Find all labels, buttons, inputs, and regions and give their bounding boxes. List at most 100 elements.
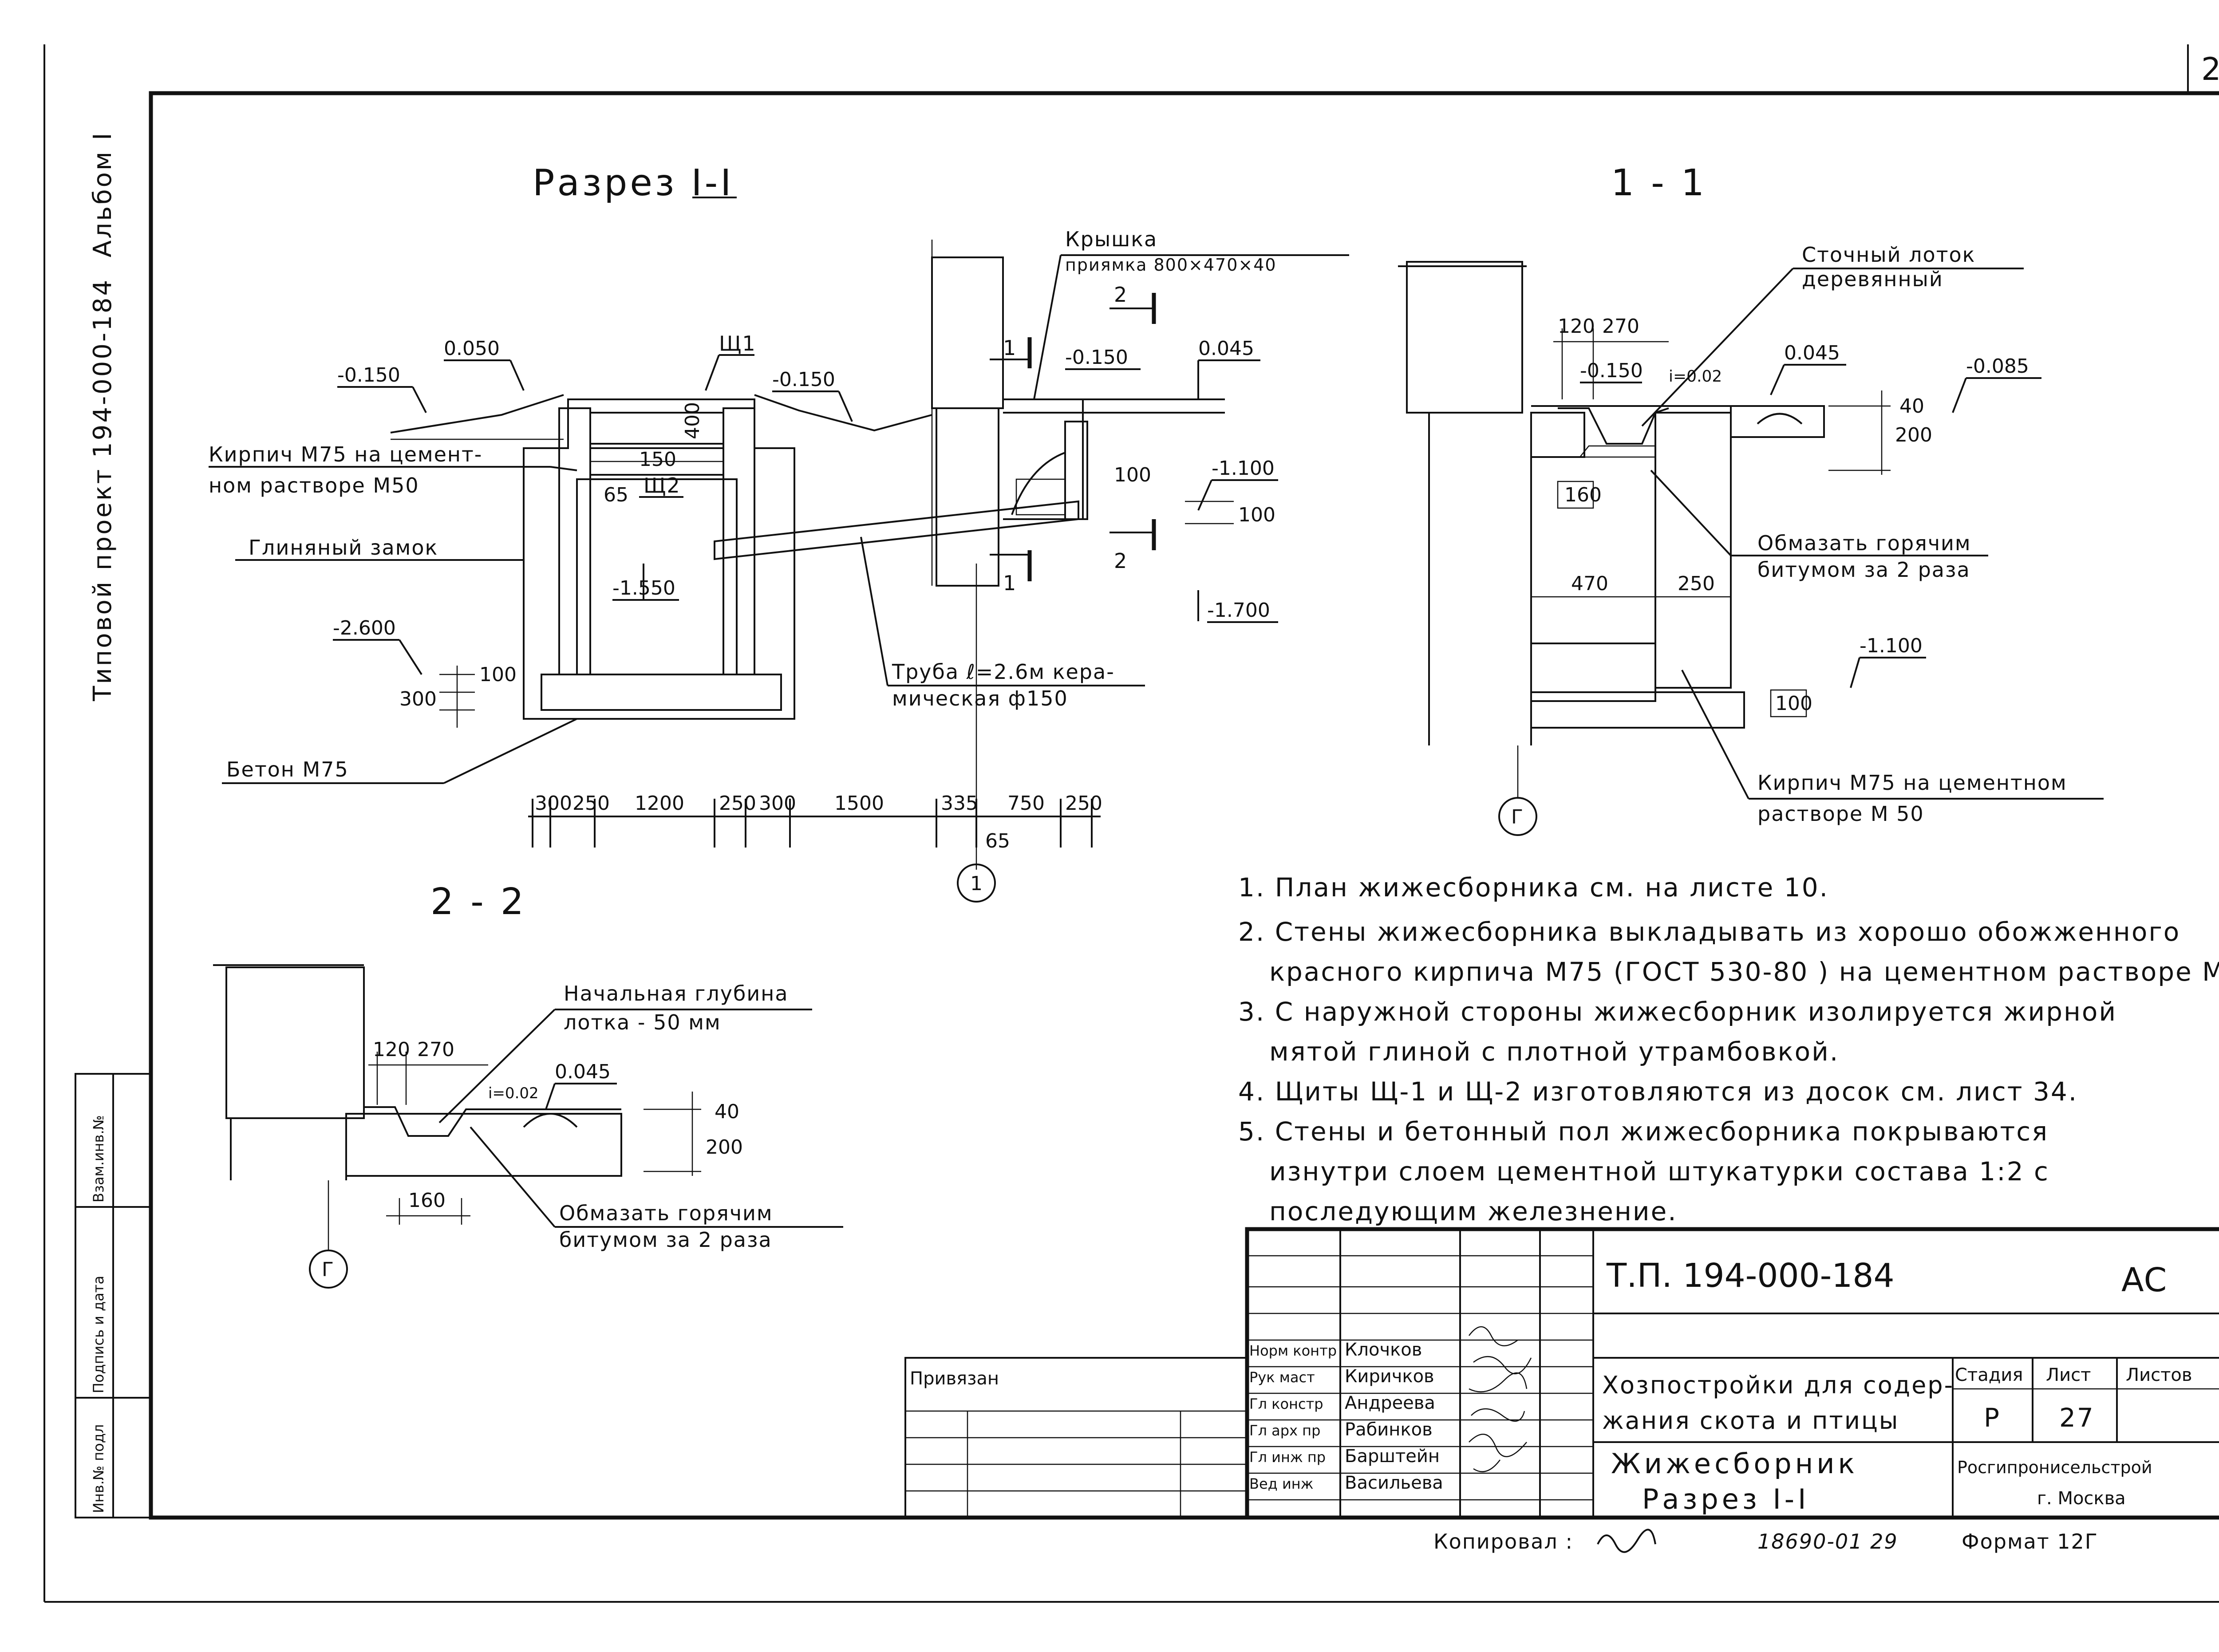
label-clay: Глиняный замок — [249, 536, 438, 560]
label-11-bitumen1: Обмазать горячим — [1757, 531, 1971, 555]
label-pipe: Труба ℓ=2.6м кера- — [892, 660, 1115, 684]
axis-marker-11 — [1498, 797, 1537, 836]
note-line-4: 3. С наружной стороны жижесборник изолир… — [1238, 997, 2117, 1027]
label-shield1: Щ1 — [719, 331, 756, 355]
doc-mark: АС — [2121, 1261, 2167, 1299]
label-22-depth2: лотка - 50 мм — [564, 1010, 721, 1034]
section-22: 2 - 2 120 270 i=0.02 0.045 40 200 160 На… — [213, 881, 843, 1289]
label-brick: Кирпич М75 на цемент- — [209, 442, 482, 466]
dim-bottom-3: 1200 — [635, 792, 684, 815]
label-22-depth1: Начальная глубина — [564, 982, 789, 1005]
sheet-number: 28 — [2201, 51, 2219, 87]
dim-11-250: 250 — [1678, 572, 1715, 595]
role-3: Гл констр — [1249, 1396, 1323, 1412]
label-shield2: Щ2 — [644, 473, 681, 497]
label-bound: Привязан — [910, 1368, 999, 1389]
label-11-brick1: Кирпич М75 на цементном — [1757, 771, 2067, 795]
dim-22-200: 200 — [706, 1136, 743, 1159]
elev-11-1: -0.150 — [1580, 359, 1643, 382]
role-2: Рук маст — [1249, 1369, 1315, 1386]
org-line-1: Росгипронисельстрой — [1957, 1458, 2152, 1477]
album-label: Альбом I — [88, 131, 117, 257]
dim-bottom-5: 300 — [759, 792, 796, 815]
dim-bottom-9: 250 — [1065, 792, 1102, 815]
dim-main-100a: 100 — [1114, 464, 1151, 486]
dim-main-100c: 100 — [479, 663, 517, 686]
elev-main-9: -1.700 — [1207, 599, 1270, 622]
dim-11-270: 270 — [1602, 315, 1639, 338]
stage-value: Р — [1984, 1403, 2001, 1433]
elev-main-5: 0.045 — [1198, 337, 1254, 360]
dim-main-100b: 100 — [1238, 504, 1275, 526]
label-lid: Крышка — [1065, 227, 1157, 251]
doc-code: Т.П. 194-000-184 — [1606, 1257, 1895, 1295]
note-line-2: 2. Стены жижесборника выкладывать из хор… — [1238, 917, 2180, 947]
project-label: Типовой проект 194-000-184 — [88, 278, 117, 702]
signatures — [1469, 1326, 1532, 1472]
object-line-1: Хозпостройки для содер- — [1602, 1371, 1954, 1399]
title-block: Привязан Норм контр Рук маст Гл констр Г… — [904, 1227, 2219, 1520]
footer-copied: Копировал : — [1433, 1530, 1573, 1553]
sheet-title-1: Жижесборник — [1611, 1447, 1858, 1480]
elev-main-7: -2.600 — [333, 617, 396, 639]
elev-11-4: -1.100 — [1860, 635, 1923, 657]
elev-22: 0.045 — [555, 1061, 611, 1083]
cut-2-bottom: 2 — [1114, 549, 1128, 573]
dim-bottom-10: 65 — [985, 830, 1010, 852]
col-sheet: Лист — [2046, 1365, 2091, 1385]
dim-bottom-8: 750 — [1007, 792, 1045, 815]
footer: Копировал : 18690-01 29 Формат 12Г — [1433, 1529, 2098, 1553]
note-line-9: последующим железнение. — [1269, 1196, 1678, 1226]
slope-22: i=0.02 — [488, 1084, 539, 1102]
name-6: Васильева — [1345, 1473, 1443, 1493]
elev-main-4: -0.150 — [1065, 346, 1128, 369]
name-1: Клочков — [1345, 1340, 1422, 1360]
side-box-replace: Взам.инв.№ — [90, 1115, 107, 1203]
role-5: Гл инж пр — [1249, 1449, 1326, 1466]
note-line-6: 4. Щиты Щ-1 и Щ-2 изготовляются из досок… — [1238, 1076, 2078, 1107]
section-11-title: 1 - 1 — [1611, 162, 1707, 204]
note-line-8: изнутри слоем цементной штукатурки соста… — [1269, 1156, 2049, 1187]
copied-signature — [1597, 1529, 1656, 1553]
name-3: Андреева — [1345, 1393, 1435, 1413]
dim-main-150: 150 — [639, 448, 676, 471]
label-11-gutter1: Сточный лоток — [1802, 243, 1975, 267]
elev-main-8: -1.100 — [1212, 457, 1275, 480]
label-pipe2: мическая ф150 — [892, 686, 1068, 710]
elev-main-1: -0.150 — [337, 364, 400, 386]
axis-label-1: 1 — [970, 872, 983, 895]
dim-22-270: 270 — [417, 1038, 454, 1061]
dim-22-160: 160 — [408, 1189, 446, 1212]
section-main: Разрез I-I -0.150 0.050 -0.150 -0.150 0.… — [209, 162, 1349, 903]
note-line-3: красного кирпича М75 (ГОСТ 530-80 ) на ц… — [1269, 957, 2219, 987]
elev-main-3: -0.150 — [772, 368, 835, 391]
dim-main-300: 300 — [399, 688, 437, 710]
label-11-gutter2: деревянный — [1802, 267, 1943, 291]
label-concrete: Бетон М75 — [226, 757, 349, 781]
axis-label-22: Г — [322, 1258, 334, 1281]
dim-bottom-7: 335 — [941, 792, 978, 815]
dim-11-470: 470 — [1571, 572, 1608, 595]
notes: 1. План жижесборника см. на листе 10. 2.… — [1238, 872, 2219, 1226]
axis-label-11: Г — [1511, 806, 1523, 828]
role-4: Гл арх пр — [1249, 1422, 1320, 1439]
side-labels: Альбом I Типовой проект 194-000-184 Инв.… — [75, 131, 152, 1518]
section-11: 1 - 1 120 270 -0.150 i=0.02 0.045 -0.085 — [1398, 162, 2104, 836]
footer-format: Формат 12Г — [1962, 1530, 2098, 1553]
cut-2-top: 2 — [1114, 283, 1128, 307]
label-brick2: ном растворе М50 — [209, 473, 419, 497]
col-sheets: Листов — [2126, 1365, 2192, 1385]
elev-main-2: 0.050 — [444, 337, 500, 360]
dim-22-120: 120 — [373, 1038, 410, 1061]
col-stage: Стадия — [1955, 1365, 2023, 1385]
elev-11-2: 0.045 — [1784, 342, 1840, 364]
dim-11-100: 100 — [1775, 692, 1812, 715]
note-line-5: мятой глиной с плотной утрамбовкой. — [1269, 1037, 1839, 1067]
dim-bottom-1: 300 — [535, 792, 572, 815]
label-lid-size: приямка 800×470×40 — [1065, 255, 1277, 275]
label-11-bitumen2: битумом за 2 раза — [1757, 558, 1970, 582]
note-line-7: 5. Стены и бетонный пол жижесборника пок… — [1238, 1116, 2049, 1147]
dim-bottom-6: 1500 — [834, 792, 884, 815]
side-box-sign: Подпись и дата — [90, 1276, 107, 1393]
